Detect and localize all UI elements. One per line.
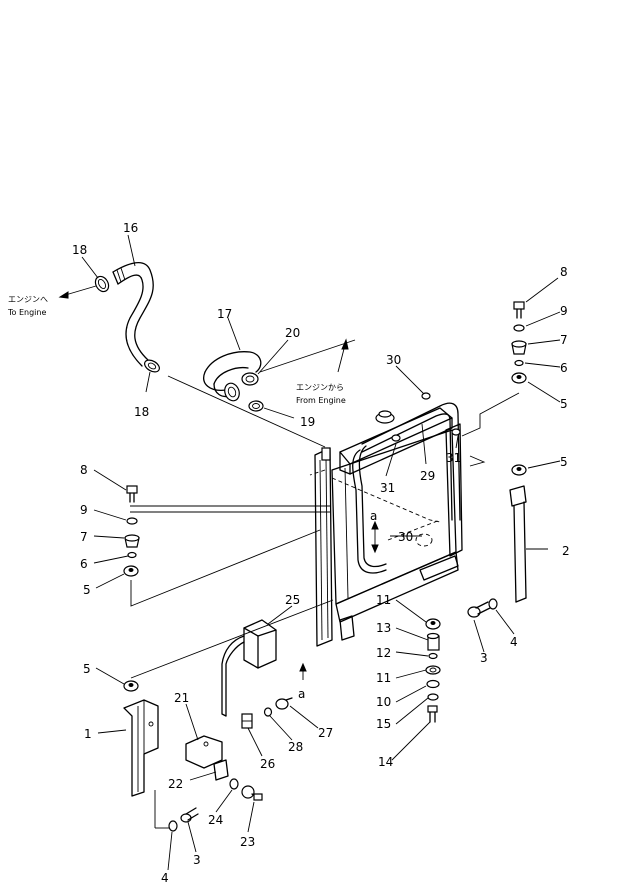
label-12: 12 [376,646,391,660]
marker-a-tank: a [298,687,305,701]
label-30-top: 30 [386,353,401,367]
washer-and-bolt-27-28 [263,697,293,717]
hose-clamp-18-upper [94,275,110,293]
label-27: 27 [318,726,333,740]
label-15: 15 [376,717,391,731]
bracket-21 [185,735,229,781]
lower-hose-17 [203,351,262,402]
label-13: 13 [376,621,391,635]
leader-lines [81,234,561,871]
label-3-right: 3 [480,651,488,665]
right-mount-hardware [461,301,527,476]
label-8-left: 8 [80,463,88,477]
to-engine-en: To Engine [7,308,46,317]
label-3-left: 3 [193,853,201,867]
label-8-right: 8 [560,265,568,279]
label-18-lower: 18 [134,405,149,419]
to-engine-jp: エンジンへ [8,295,48,304]
lower-mount-stack [425,618,441,723]
label-11-upper: 11 [376,593,391,607]
label-14: 14 [378,755,393,769]
label-30-core: 30 [398,530,413,544]
label-31-left: 31 [380,481,395,495]
label-23: 23 [240,835,255,849]
label-24: 24 [208,813,223,827]
stay-2 [509,485,548,603]
label-26: 26 [260,757,275,771]
label-5-left-upper: 5 [83,583,91,597]
label-6-left: 6 [80,557,88,571]
label-5-left-lower: 5 [83,662,91,676]
to-engine-arrow [58,285,97,299]
label-9-left: 9 [80,503,88,517]
label-25: 25 [285,593,300,607]
hose-clamp-20 [241,372,259,386]
radiator-assembly [309,392,463,647]
left-mount-hardware [123,485,334,692]
upper-hose-16 [112,262,154,367]
bracket-1 [123,699,170,829]
hose-clamp-18-lower [144,359,160,373]
label-19: 19 [300,415,315,429]
hose-clamp-19 [248,400,264,412]
label-5-right-lower: 5 [560,455,568,469]
label-21: 21 [174,691,189,705]
label-7-left: 7 [80,530,88,544]
label-22: 22 [168,777,183,791]
washer-24-bolt-23 [229,778,263,801]
label-18-upper: 18 [72,243,87,257]
label-28: 28 [288,740,303,754]
label-11-lower: 11 [376,671,391,685]
marker-a-arrow-lower [299,662,307,680]
label-5-right-upper: 5 [560,397,568,411]
label-31-right: 31 [446,451,461,465]
label-17: 17 [217,307,232,321]
callout-labels: 16 18 18 17 20 19 30 31 29 31 30 8 9 7 6… [7,221,570,883]
from-engine-en: From Engine [296,396,346,405]
label-16: 16 [123,221,138,235]
label-1: 1 [84,727,92,741]
bolt-3-and-washer-4-left [168,807,199,832]
reserve-tank-25 [221,619,277,717]
clamp-26 [241,713,253,729]
from-engine-arrow [259,338,356,373]
label-9-right: 9 [560,304,568,318]
label-20: 20 [285,326,300,340]
marker-a-core: a [370,509,377,523]
label-4-left: 4 [161,871,169,883]
label-2: 2 [562,544,570,558]
from-engine-jp: エンジンから [296,383,344,392]
label-7-right: 7 [560,333,568,347]
label-10: 10 [376,695,391,709]
label-6-right: 6 [560,361,568,375]
label-29: 29 [420,469,435,483]
label-4-right: 4 [510,635,518,649]
bolt-3-and-washer-4-right [467,598,498,618]
